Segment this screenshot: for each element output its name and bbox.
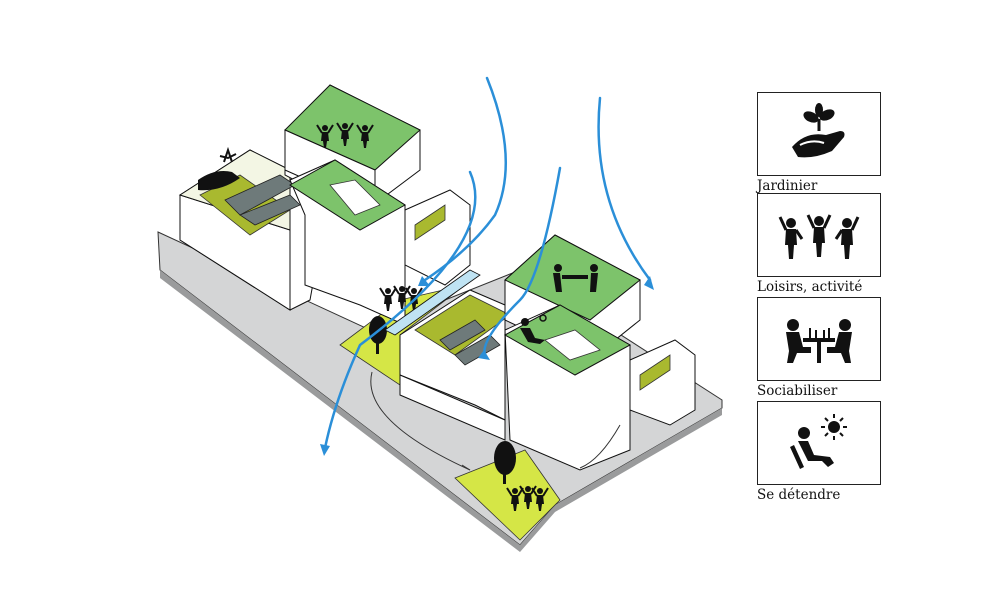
- walkway: [384, 269, 481, 336]
- legend-item-sociabiliser: Sociabiliser: [757, 297, 881, 399]
- legend-label: Se détendre: [757, 487, 841, 503]
- wind-arrowheads: [320, 276, 654, 456]
- building-right: [399, 234, 696, 471]
- legend-box: [757, 92, 881, 176]
- legend-label: Sociabiliser: [757, 383, 838, 399]
- legend-box: [757, 193, 881, 277]
- relax-sun-icon: [790, 414, 847, 469]
- legend-box: [757, 297, 881, 381]
- people-table-icon: [786, 319, 852, 363]
- legend-label: Loisirs, activité: [757, 279, 863, 295]
- legend-item-jardinier: Jardinier: [757, 92, 881, 194]
- legend-label: Jardinier: [757, 178, 818, 194]
- legend-item-loisirs: Loisirs, activité: [757, 193, 881, 295]
- wind-arrows: [323, 76, 652, 450]
- building-left: [178, 84, 471, 326]
- legend-box: [757, 401, 881, 485]
- circulation-arrows: [370, 371, 621, 471]
- courtyard-people-bottom: [494, 441, 549, 512]
- hand-plant-icon: [792, 103, 845, 158]
- site-axonometric-diagram: [157, 76, 723, 552]
- people-dancing-icon: [778, 214, 860, 259]
- legend-item-se-detendre: Se détendre: [757, 401, 881, 503]
